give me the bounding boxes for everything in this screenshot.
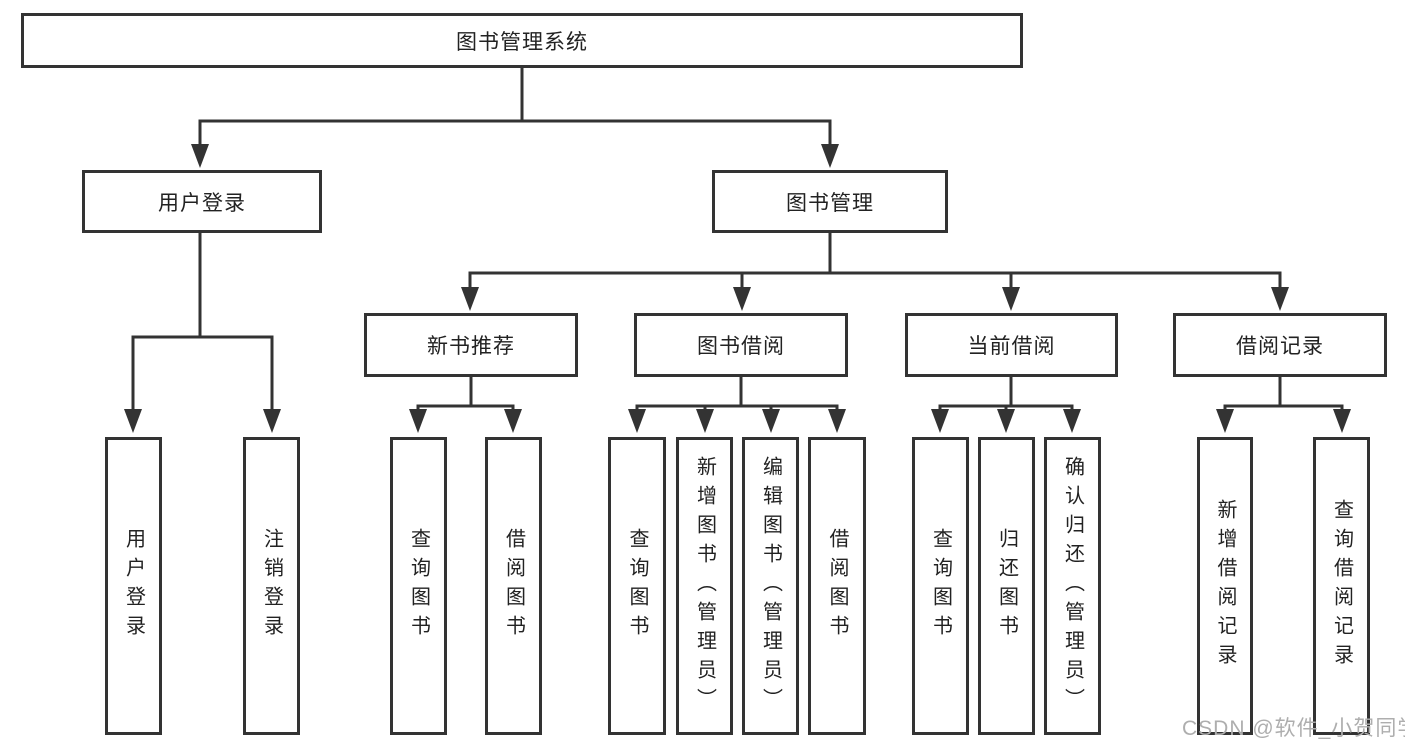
leaf-label: 确认归还（管理员） (1061, 455, 1084, 717)
node-library-management-system: 图书管理系统 (21, 13, 1023, 68)
leaf-label: 新增借阅记录 (1214, 499, 1236, 673)
leaf-label: 归还图书 (995, 528, 1018, 644)
node-current-borrowing: 当前借阅 (905, 313, 1118, 377)
leaf-label: 查询图书 (407, 528, 430, 644)
leaf-edit-book-admin: 编辑图书（管理员） (742, 437, 799, 735)
leaf-confirm-return-admin: 确认归还（管理员） (1044, 437, 1101, 735)
connector-borrowing-records-group (1223, 375, 1344, 421)
node-label: 图书借阅 (697, 335, 785, 358)
leaf-add-borrow-record: 新增借阅记录 (1197, 437, 1253, 735)
connector-user-login-group (131, 231, 274, 419)
leaf-logout: 注销登录 (243, 437, 300, 735)
leaf-label: 编辑图书（管理员） (759, 455, 782, 717)
arrowheads (124, 144, 1351, 433)
node-label: 当前借阅 (967, 335, 1056, 358)
leaf-return-book: 归还图书 (978, 437, 1035, 735)
leaf-query-books-borrowing: 查询图书 (608, 437, 666, 735)
node-borrowing-records: 借阅记录 (1173, 313, 1387, 377)
leaf-label: 查询图书 (626, 528, 648, 644)
leaf-borrow-books: 借阅图书 (808, 437, 866, 735)
csdn-watermark: CSDN @软件_小贺同学 (1182, 717, 1405, 740)
leaf-label: 查询图书 (929, 528, 952, 644)
node-label: 用户登录 (158, 191, 246, 215)
leaf-user-login: 用户登录 (105, 437, 162, 735)
leaf-query-books-recommend: 查询图书 (390, 437, 447, 735)
leaf-add-book-admin: 新增图书（管理员） (676, 437, 733, 735)
node-user-login: 用户登录 (82, 170, 322, 233)
node-new-book-recommend: 新书推荐 (364, 313, 578, 377)
node-book-management: 图书管理 (712, 170, 948, 233)
leaf-label: 借阅图书 (826, 528, 848, 644)
leaf-label: 用户登录 (122, 528, 145, 644)
leaf-label: 查询借阅记录 (1330, 499, 1353, 673)
leaf-query-borrow-record: 查询借阅记录 (1313, 437, 1370, 735)
connector-book-borrowing-group (635, 375, 839, 421)
node-label: 新书推荐 (427, 335, 515, 358)
connector-book-management-to-level3 (468, 231, 1282, 298)
leaf-label: 注销登录 (260, 528, 283, 644)
connector-root-to-level2 (198, 66, 832, 154)
node-label: 借阅记录 (1236, 335, 1324, 358)
node-book-borrowing: 图书借阅 (634, 313, 848, 377)
leaf-label: 新增图书（管理员） (693, 455, 716, 717)
leaf-query-books-current: 查询图书 (912, 437, 969, 735)
node-label: 图书管理 (786, 191, 874, 215)
leaf-label: 借阅图书 (502, 528, 525, 644)
leaf-borrow-books-recommend: 借阅图书 (485, 437, 542, 735)
connector-new-book-group (416, 375, 515, 421)
node-label: 图书管理系统 (456, 30, 588, 54)
